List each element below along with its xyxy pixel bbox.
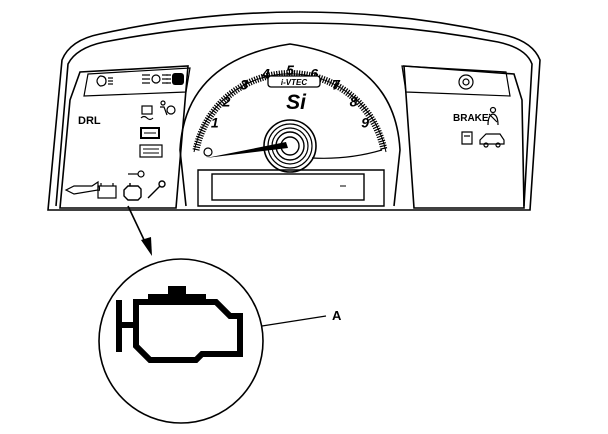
leader-arrow [127,205,152,256]
tach-number-8: 8 [350,93,358,109]
vsa-off-icon [140,127,160,139]
tach-number-4: 4 [261,66,270,82]
tach-needle [203,142,288,158]
left-warning-panel: DRL [59,65,191,209]
door-open-icon [461,131,473,145]
callout-a: A [261,308,342,327]
tach-number-2: 2 [222,93,231,109]
oil-pressure-icon [64,180,101,195]
key-immobilizer-icon [128,170,145,178]
brake-label: BRAKE [453,113,489,124]
tach-number-9: 9 [361,115,369,131]
seatbelt-icon [487,106,499,126]
si-label: Si [286,91,307,114]
check-engine-icon [123,183,142,201]
tach-number-7: 7 [332,77,341,93]
tach-number-1: 1 [211,115,219,131]
ivtec-badge: i-VTEC [267,75,321,88]
tach-number-6: 6 [310,66,318,82]
zoom-circle [98,258,264,424]
ivtec-label: i-VTEC [281,78,307,87]
tpms-icon [458,74,474,90]
airbag-icon [160,100,176,116]
fog-light-icon [96,75,113,87]
tach-number-3: 3 [240,77,248,93]
vsa-icon [140,105,154,121]
speed-display [211,173,365,201]
cluster-housing [47,11,541,211]
cruise-control-icon [139,144,163,158]
callout-label: A [332,308,342,323]
tach-number-5: 5 [286,62,294,78]
check-engine-icon-enlarged [116,286,243,363]
battery-icon [97,183,117,199]
trunk-open-icon [479,133,505,148]
right-warning-panel: BRAKE [401,65,525,209]
high-beam-icon [166,73,184,85]
headlight-indicator-icon [142,74,168,84]
maintenance-wrench-icon [147,180,166,199]
redline-sweep [311,149,383,159]
speed-display-bezel [197,169,385,207]
drl-label: DRL [78,115,101,127]
